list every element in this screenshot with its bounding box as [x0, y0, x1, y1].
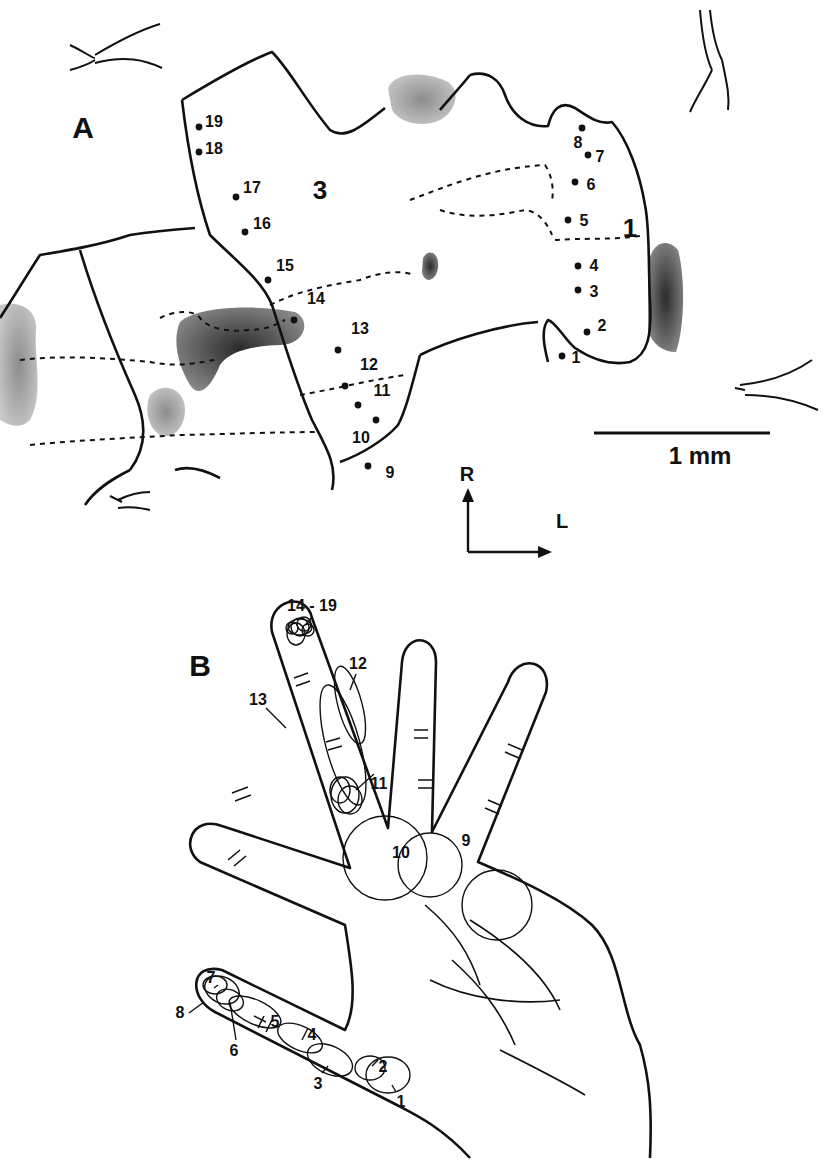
callout-number: 13	[249, 692, 267, 708]
hand-crease	[228, 673, 585, 1095]
callout-number: 5	[271, 1014, 280, 1030]
site-number: 3	[590, 284, 599, 300]
site-number: 12	[360, 357, 378, 373]
callout-number: 4	[308, 1027, 317, 1043]
area-label: 3	[313, 177, 327, 203]
callout-number: 9	[462, 833, 471, 849]
site-number: 2	[598, 318, 607, 334]
callout-number: 12	[349, 656, 367, 672]
callout-number: 3	[314, 1076, 323, 1092]
site-number: 17	[243, 180, 261, 196]
callout-number: 2	[379, 1059, 388, 1075]
vessel-blob	[147, 388, 185, 436]
area-label: 1	[623, 215, 637, 241]
site-number: 14	[307, 291, 325, 307]
recording-site	[196, 124, 592, 470]
callout-number: 1	[397, 1094, 406, 1110]
site-number: 19	[205, 114, 223, 130]
scale-label: 1 mm	[669, 444, 732, 468]
orientation-label: L	[556, 511, 568, 531]
area-border	[0, 52, 650, 505]
site-number: 1	[572, 350, 581, 366]
orientation-label: R	[460, 464, 474, 484]
site-number: 18	[205, 141, 223, 157]
callout-number: 10	[392, 845, 410, 861]
surface-vessel	[70, 10, 818, 510]
callout-number: 8	[176, 1005, 185, 1021]
vessel-blob	[648, 243, 683, 352]
panel-letter: A	[72, 113, 94, 143]
vessel-blob	[0, 304, 38, 426]
site-number: 7	[596, 149, 605, 165]
scale-bar	[594, 432, 770, 435]
callout-number: 6	[230, 1043, 239, 1059]
vessel-outline	[20, 165, 640, 445]
site-number: 6	[587, 177, 596, 193]
site-number: 11	[374, 383, 391, 399]
site-number: 4	[590, 258, 599, 274]
site-number: 15	[276, 258, 294, 274]
vessel-blob	[388, 74, 456, 124]
site-number: 8	[574, 135, 583, 151]
leader-line	[189, 617, 396, 1092]
callout-number: 14 - 19	[287, 598, 337, 614]
orientation-arrows	[462, 488, 552, 558]
site-number: 5	[580, 213, 589, 229]
hand-outline	[190, 602, 651, 1158]
site-number: 16	[253, 216, 271, 232]
callout-number: 11	[371, 776, 388, 792]
panel-letter: B	[189, 651, 211, 681]
receptive-field	[200, 617, 532, 1093]
vessel-blob	[422, 253, 438, 280]
site-number: 13	[351, 321, 369, 337]
site-number: 9	[386, 465, 395, 481]
site-number: 10	[352, 430, 370, 446]
callout-number: 7	[207, 970, 216, 986]
